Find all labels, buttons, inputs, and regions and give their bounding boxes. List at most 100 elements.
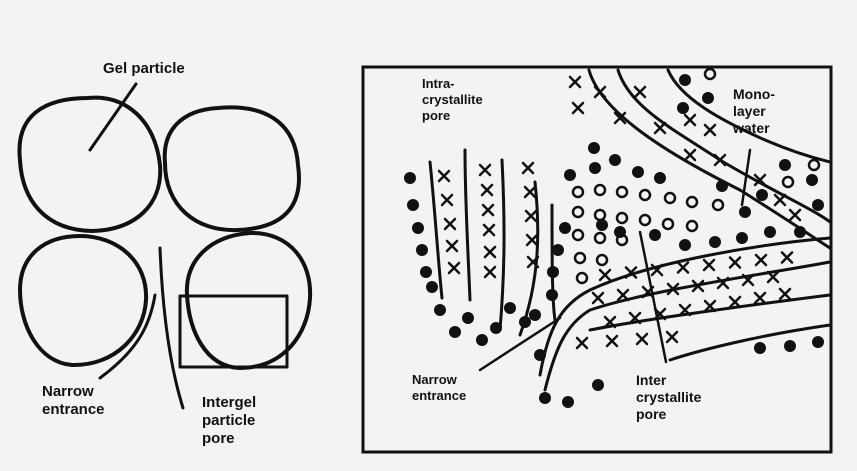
ion-cross-mark <box>756 255 766 265</box>
water-molecule-dot <box>404 172 416 184</box>
ion-cross-mark <box>595 87 605 97</box>
water-molecule-ring <box>573 207 583 217</box>
gel-particle-pointer <box>90 84 136 150</box>
ion-cross-mark <box>678 263 688 273</box>
water-molecule-ring <box>617 213 627 223</box>
water-molecule-dot <box>539 392 551 404</box>
ion-cross-mark <box>445 219 455 229</box>
water-molecule-ring <box>573 187 583 197</box>
water-molecule-dot <box>632 166 644 178</box>
ion-cross-mark <box>573 103 583 113</box>
ion-cross-mark <box>482 185 492 195</box>
water-molecule-dot <box>764 226 776 238</box>
ion-cross-mark <box>685 150 695 160</box>
ion-cross-mark <box>439 171 449 181</box>
water-molecule-ring <box>640 190 650 200</box>
water-molecule-dot <box>784 340 796 352</box>
water-molecule-ring <box>809 160 819 170</box>
water-molecule-dot <box>564 169 576 181</box>
water-molecule-dot <box>462 312 474 324</box>
water-molecule-dot <box>709 236 721 248</box>
water-molecule-dot <box>812 199 824 211</box>
ion-cross-mark <box>442 195 452 205</box>
ion-cross-mark <box>768 272 778 282</box>
ion-cross-mark <box>685 115 695 125</box>
ion-cross-mark <box>600 270 610 280</box>
water-molecule-ring <box>595 185 605 195</box>
water-molecule-dot <box>420 266 432 278</box>
water-molecule-dot <box>504 302 516 314</box>
ion-cross-mark <box>618 290 628 300</box>
water-molecule-dot <box>677 102 689 114</box>
water-molecule-ring <box>665 193 675 203</box>
water-molecule-dot <box>702 92 714 104</box>
water-molecule-dot <box>794 226 806 238</box>
water-molecule-ring <box>597 255 607 265</box>
ion-cross-mark <box>730 258 740 268</box>
water-molecule-dot <box>779 159 791 171</box>
water-molecule-dot <box>812 336 824 348</box>
ion-cross-mark <box>782 253 792 263</box>
water-molecule-dot <box>609 154 621 166</box>
ion-cross-mark <box>705 125 715 135</box>
water-molecule-dot <box>407 199 419 211</box>
ion-cross-mark <box>755 293 765 303</box>
water-molecule-dot <box>654 172 666 184</box>
water-molecule-ring <box>575 253 585 263</box>
water-molecule-dot <box>716 180 728 192</box>
water-molecule-dot <box>519 316 531 328</box>
ion-cross-mark <box>593 293 603 303</box>
water-molecule-dot <box>739 206 751 218</box>
gel-particle-model <box>19 84 310 408</box>
ion-cross-mark <box>637 334 647 344</box>
water-molecule-dot <box>736 232 748 244</box>
intracrystallite-pore-label: Intra- crystallite pore <box>422 76 483 124</box>
water-molecule-dot <box>534 349 546 361</box>
water-molecule-ring <box>687 221 697 231</box>
water-molecule-dot <box>679 239 691 251</box>
water-molecule-ring <box>705 69 715 79</box>
water-molecule-ring <box>783 177 793 187</box>
gel-particle-top-right <box>165 107 299 230</box>
gel-particle-bottom-left <box>20 236 146 365</box>
ion-cross-mark <box>480 165 490 175</box>
ion-cross-mark <box>485 247 495 257</box>
water-molecule-dot <box>679 74 691 86</box>
ion-cross-mark <box>655 123 665 133</box>
water-molecule-dot <box>547 266 559 278</box>
water-molecule-ring <box>617 187 627 197</box>
water-molecule-dot <box>426 281 438 293</box>
water-molecule-dot <box>806 174 818 186</box>
water-molecule-dot <box>529 309 541 321</box>
ion-cross-mark <box>775 195 785 205</box>
water-molecule-ring <box>663 219 673 229</box>
water-molecule-dot <box>434 304 446 316</box>
ion-cross-mark <box>667 332 677 342</box>
water-molecule-ring <box>595 210 605 220</box>
water-molecule-ring <box>573 230 583 240</box>
ion-cross-mark <box>485 267 495 277</box>
water-molecule-dot <box>649 229 661 241</box>
ion-cross-mark <box>447 241 457 251</box>
ion-cross-mark <box>780 289 790 299</box>
water-molecule-dot <box>589 162 601 174</box>
water-molecule-dot <box>562 396 574 408</box>
ion-cross-mark <box>790 210 800 220</box>
water-molecule-ring <box>577 273 587 283</box>
intercrystallite-pore-label: Inter crystallite pore <box>636 372 701 423</box>
ion-cross-mark <box>607 336 617 346</box>
monolayer-water-label: Mono- layer water <box>733 86 775 137</box>
water-molecule-dot <box>490 322 502 334</box>
water-molecule-dot <box>754 342 766 354</box>
ion-cross-mark <box>730 297 740 307</box>
ion-cross-mark <box>484 225 494 235</box>
ion-cross-mark <box>635 87 645 97</box>
water-molecule-ring <box>640 215 650 225</box>
ion-cross-mark <box>449 263 459 273</box>
ion-cross-mark <box>715 155 725 165</box>
water-molecule-dot <box>449 326 461 338</box>
ion-cross-mark <box>577 338 587 348</box>
water-molecule-dot <box>412 222 424 234</box>
ion-cross-mark <box>483 205 493 215</box>
ion-cross-mark <box>525 187 535 197</box>
